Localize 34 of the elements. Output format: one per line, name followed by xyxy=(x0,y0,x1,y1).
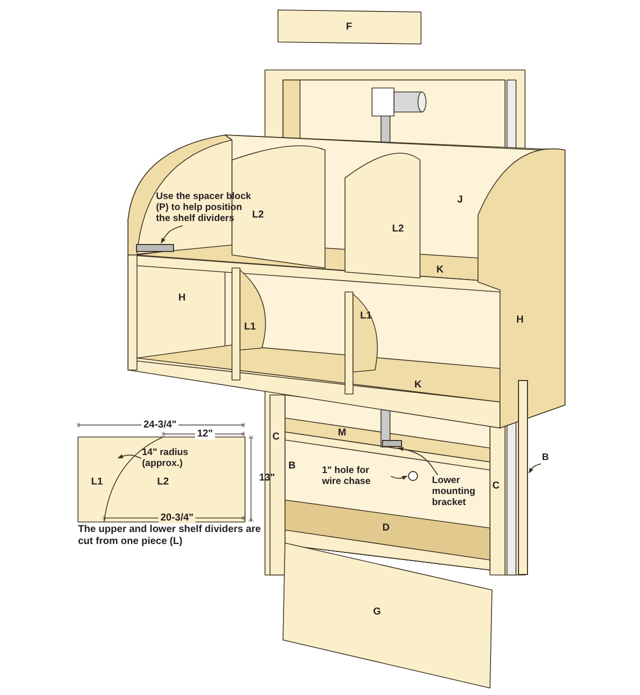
part-letter: B xyxy=(287,460,297,472)
part-letter: J xyxy=(456,194,464,206)
side-strip xyxy=(518,380,528,575)
part-letter: C xyxy=(491,480,501,492)
callout-text: B xyxy=(542,453,554,464)
part-letter: D xyxy=(381,522,391,534)
leader-line xyxy=(160,225,183,244)
part-letter: K xyxy=(413,380,423,390)
dimension-label: 12" xyxy=(195,428,215,440)
part-letter: L2 xyxy=(156,476,170,488)
callout-text: 1" hole for wire chase xyxy=(322,466,390,488)
part-letter: G xyxy=(372,606,382,618)
part-block xyxy=(382,440,402,447)
part-letter: M xyxy=(336,428,348,438)
part-block xyxy=(136,244,174,252)
part-letter: C xyxy=(271,432,281,442)
part-letter: H xyxy=(177,292,187,304)
note-text: The upper and lower shelf dividers are cut from one piece (L) xyxy=(78,524,262,547)
part-letter: F xyxy=(344,22,354,32)
part-letter: L2 xyxy=(251,210,265,220)
leader-line xyxy=(528,463,542,474)
leader-line xyxy=(390,476,408,480)
part-letter: L1 xyxy=(359,310,373,322)
part-letter: L2 xyxy=(391,224,405,234)
part-letter: K xyxy=(435,264,445,276)
callout-text: Lower mounting bracket xyxy=(432,476,494,509)
part-letter: H xyxy=(515,314,525,326)
callout-text: 14" radius (approx.) xyxy=(142,448,220,470)
dimension-label: 20-3/4" xyxy=(158,512,196,524)
leader-line xyxy=(398,446,438,476)
part-letter: L1 xyxy=(243,322,257,332)
leader-line xyxy=(118,454,142,459)
part-letter: L1 xyxy=(90,476,104,488)
dimension-label: 24-3/4" xyxy=(141,420,179,430)
